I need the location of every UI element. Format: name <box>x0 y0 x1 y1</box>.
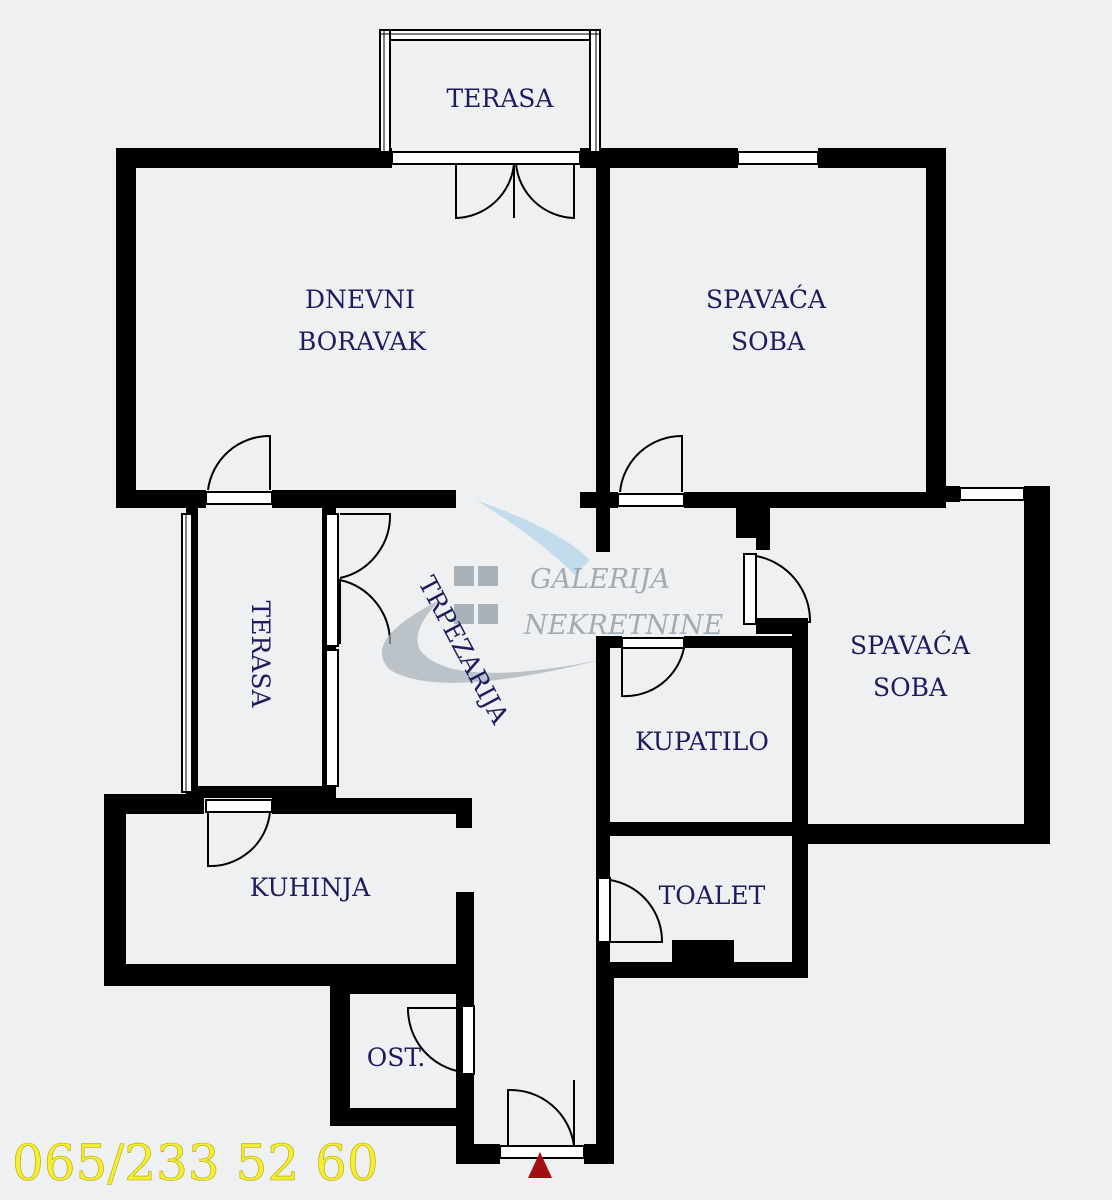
walls <box>104 30 1050 1164</box>
label-terasa-top: TERASA <box>447 84 555 113</box>
label-soba-1: SOBA <box>731 327 806 356</box>
label-boravak: BORAVAK <box>298 327 427 356</box>
watermark-line2: NEKRETNINE <box>523 610 723 641</box>
label-spavaca-1: SPAVAĆA <box>706 285 827 314</box>
door-swings <box>207 163 812 1147</box>
label-terasa-left: TERASA <box>246 601 275 709</box>
phone-number: 065/233 52 60 <box>12 1134 379 1192</box>
label-spavaca-2: SPAVAĆA <box>850 631 971 660</box>
label-ost: OST. <box>367 1043 426 1072</box>
label-dnevni: DNEVNI <box>305 285 415 314</box>
label-soba-2: SOBA <box>873 673 948 702</box>
label-trpezarija: TRPEZARIJA <box>412 571 514 729</box>
windows <box>205 151 1025 1159</box>
watermark-line1: GALERIJA <box>530 564 670 595</box>
terrace-railings <box>181 29 601 793</box>
label-kupatilo: KUPATILO <box>635 727 769 756</box>
watermark: GALERIJA NEKRETNINE <box>381 500 723 683</box>
label-toalet: TOALET <box>659 881 766 910</box>
entrance-arrow-icon <box>528 1152 552 1178</box>
label-kuhinja: KUHINJA <box>250 873 371 902</box>
